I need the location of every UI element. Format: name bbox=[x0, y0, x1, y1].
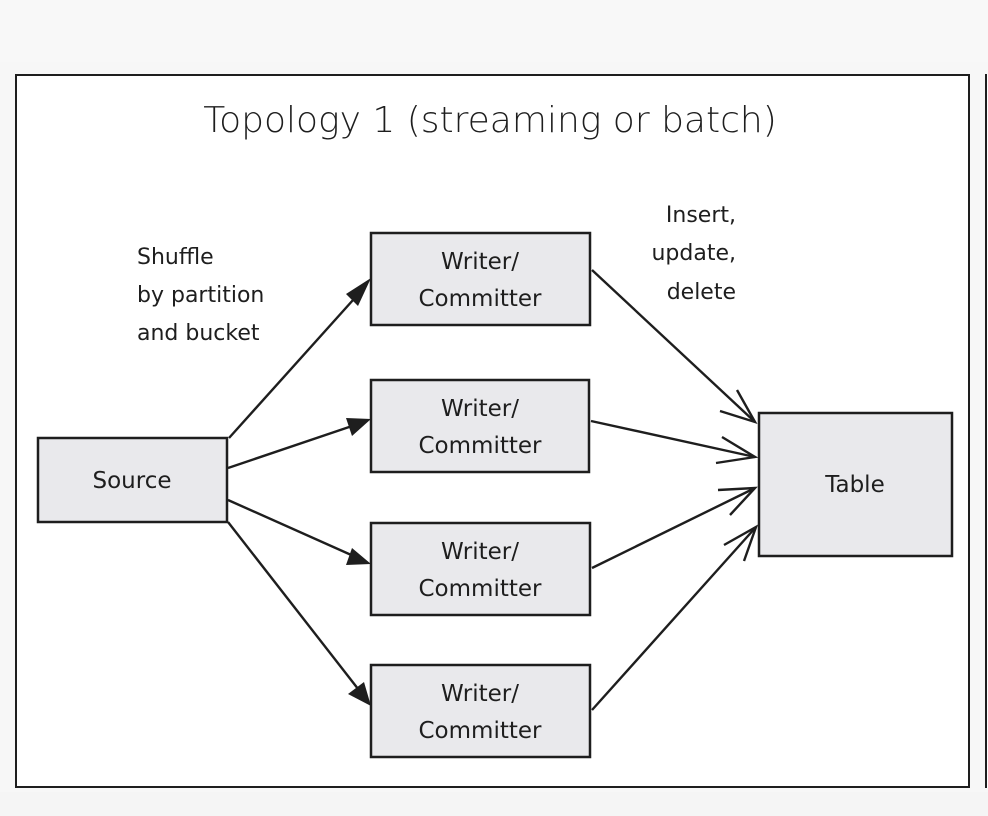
table-label: Table bbox=[824, 472, 884, 498]
operations-annotation: Insert, update, delete bbox=[651, 203, 736, 305]
committer-label: Committer bbox=[419, 286, 543, 312]
bottom-area bbox=[0, 792, 988, 816]
shuffle-annotation-line-3: and bucket bbox=[137, 321, 260, 346]
edge-source-to-writer-1[interactable] bbox=[228, 278, 371, 439]
writer-committer-box[interactable] bbox=[369, 521, 592, 617]
top-toolbar-area bbox=[0, 0, 988, 62]
writer-committer-box[interactable] bbox=[369, 378, 591, 474]
writer-committer-box[interactable] bbox=[369, 231, 592, 327]
arrowhead-open-icon bbox=[715, 435, 759, 465]
operations-annotation-line-1: Insert, bbox=[666, 203, 736, 228]
writer-label: Writer/ bbox=[441, 396, 519, 422]
diagram-title: Topology 1 (streaming or batch) bbox=[203, 100, 777, 141]
committer-label: Committer bbox=[419, 433, 543, 459]
shuffle-annotation: Shuffle by partition and bucket bbox=[137, 245, 264, 346]
edge-writer-2-to-table[interactable] bbox=[590, 419, 759, 465]
writer-committer-node-3[interactable]: Writer/ Committer bbox=[369, 521, 592, 617]
arrowhead-open-icon bbox=[717, 486, 758, 516]
arrowhead-filled-icon bbox=[346, 418, 371, 436]
source-label: Source bbox=[93, 468, 172, 494]
arrowhead-open-icon bbox=[719, 389, 758, 425]
edge-source-to-writer-3[interactable] bbox=[227, 498, 371, 565]
edge-writer-4-to-table[interactable] bbox=[591, 524, 759, 711]
shuffle-annotation-line-2: by partition bbox=[137, 283, 264, 308]
edge-writer-1-to-table[interactable] bbox=[591, 269, 758, 425]
writer-label: Writer/ bbox=[441, 249, 519, 275]
edge-source-to-writer-2[interactable] bbox=[227, 418, 371, 470]
table-box[interactable] bbox=[757, 411, 954, 558]
next-frame-edge bbox=[985, 74, 988, 788]
writer-committer-node-2[interactable]: Writer/ Committer bbox=[369, 378, 591, 474]
arrowhead-filled-icon bbox=[346, 548, 371, 565]
writer-committer-box[interactable] bbox=[369, 663, 592, 759]
writer-committer-node-4[interactable]: Writer/ Committer bbox=[369, 663, 592, 759]
source-node[interactable]: Source bbox=[36, 436, 229, 524]
writer-label: Writer/ bbox=[441, 681, 519, 707]
writer-label: Writer/ bbox=[441, 539, 519, 565]
shuffle-annotation-line-1: Shuffle bbox=[137, 245, 214, 270]
edge-writer-3-to-table[interactable] bbox=[591, 486, 758, 570]
writer-committer-node-1[interactable]: Writer/ Committer bbox=[369, 231, 592, 327]
edge-source-to-writer-4[interactable] bbox=[227, 521, 371, 706]
operations-annotation-line-2: update, bbox=[651, 241, 736, 266]
source-box[interactable] bbox=[36, 436, 229, 524]
arrowhead-filled-icon bbox=[348, 682, 371, 706]
committer-label: Committer bbox=[419, 576, 543, 602]
committer-label: Committer bbox=[419, 718, 543, 744]
arrowhead-filled-icon bbox=[346, 278, 371, 306]
operations-annotation-line-3: delete bbox=[667, 280, 736, 305]
table-node[interactable]: Table bbox=[757, 411, 954, 558]
arrowhead-open-icon bbox=[723, 524, 759, 562]
